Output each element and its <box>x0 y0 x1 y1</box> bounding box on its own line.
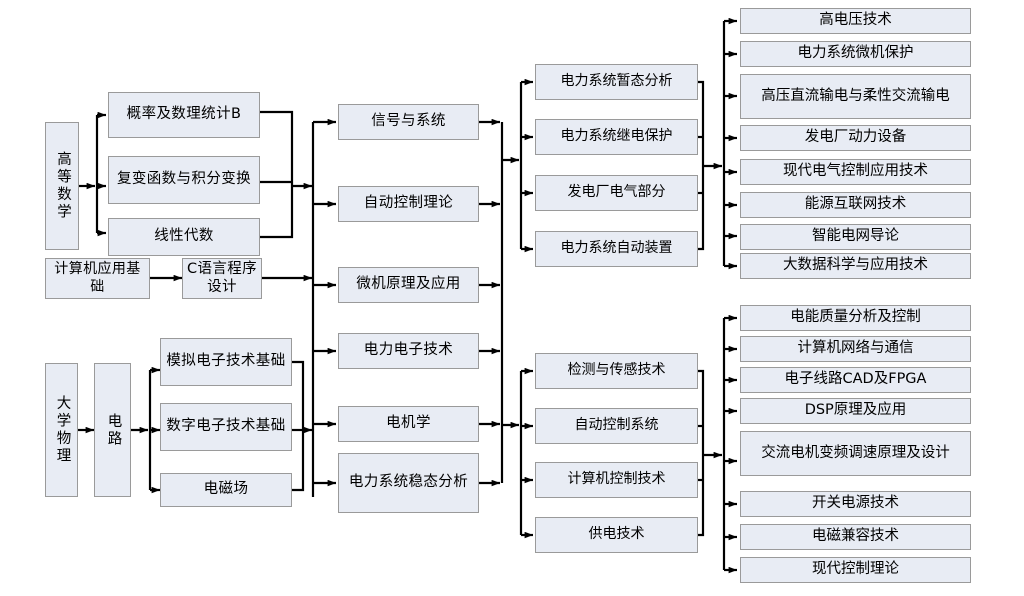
node-xinhao-yu-xitong[interactable]: 信号与系统 <box>338 104 479 140</box>
node-fubian-hanshu[interactable]: 复变函数与积分变换 <box>108 156 260 204</box>
node-dianli-xitong-wentai-fenxi[interactable]: 电力系统稳态分析 <box>338 453 479 513</box>
node-shuzi-dianzi-jishu-jichu[interactable]: 数字电子技术基础 <box>160 403 292 451</box>
node-weiji-yuanli-ji-yingyong[interactable]: 微机原理及应用 <box>338 267 479 303</box>
node-gaoya-zhiliu-shudian[interactable]: 高压直流输电与柔性交流输电 <box>740 74 971 119</box>
node-xiandai-kongzhi-lilun[interactable]: 现代控制理论 <box>740 557 971 583</box>
node-gao-dianya-jishu[interactable]: 高电压技术 <box>740 8 971 34</box>
node-dianzi-xianlu-cad-fpga[interactable]: 电子线路CAD及FPGA <box>740 367 971 393</box>
wire-xianxing-merge <box>260 186 294 239</box>
node-jisuanji-yingyong-jichu[interactable]: 计算机应用基础 <box>45 258 150 299</box>
wire-gongdian-merge <box>698 455 705 537</box>
wire-zantai-merge <box>698 80 705 166</box>
node-dianji-xue[interactable]: 电机学 <box>338 406 479 442</box>
wire-jiance-merge <box>698 369 705 455</box>
wire-zdzz-merge <box>698 166 705 251</box>
node-zidong-kongzhi-xitong[interactable]: 自动控制系统 <box>535 408 698 444</box>
node-jiaoliu-dianji-bianpin-tiaosu[interactable]: 交流电机变频调速原理及设计 <box>740 431 971 476</box>
node-dianli-dianzi-jishu[interactable]: 电力电子技术 <box>338 333 479 369</box>
node-gailv-shuli-tongji[interactable]: 概率及数理统计B <box>108 92 260 138</box>
node-dsp-yuanli-ji-yingyong[interactable]: DSP原理及应用 <box>740 398 971 424</box>
wire-moni-merge <box>292 360 305 430</box>
node-jiance-yu-chuangan-jishu[interactable]: 检测与传感技术 <box>535 353 698 389</box>
node-gaodeng-shuxue[interactable]: 高等数学 <box>45 122 79 250</box>
node-xiandai-dianqi-kongzhi[interactable]: 现代电气控制应用技术 <box>740 159 971 185</box>
node-fadianchang-dianqi-bufen[interactable]: 发电厂电气部分 <box>535 175 698 211</box>
node-c-yuyan-chengxu-sheji[interactable]: C语言程序设计 <box>182 258 262 299</box>
node-zhineng-dianwang-daolun[interactable]: 智能电网导论 <box>740 224 971 250</box>
wire-gailv-merge <box>260 110 294 186</box>
node-dianli-xitong-zidong-zhuangzhi[interactable]: 电力系统自动装置 <box>535 231 698 267</box>
node-fadianchang-dongli-shebei[interactable]: 发电厂动力设备 <box>740 125 971 151</box>
node-jisuanji-wangluo-tongxin[interactable]: 计算机网络与通信 <box>740 336 971 362</box>
node-dianci-jianrong-jishu[interactable]: 电磁兼容技术 <box>740 524 971 550</box>
node-dianli-xitong-zantai-fenxi[interactable]: 电力系统暂态分析 <box>535 64 698 100</box>
node-jisuanji-kongzhi-jishu[interactable]: 计算机控制技术 <box>535 462 698 498</box>
node-diangneng-zhiliang-fenxi[interactable]: 电能质量分析及控制 <box>740 305 971 331</box>
node-dianli-xitong-weiji-baohu[interactable]: 电力系统微机保护 <box>740 41 971 67</box>
wire-dcc-merge <box>292 430 305 492</box>
node-moni-dianzi-jishu-jichu[interactable]: 模拟电子技术基础 <box>160 338 292 386</box>
node-zidong-kongzhi-lilun[interactable]: 自动控制理论 <box>338 186 479 222</box>
node-daxue-wuli[interactable]: 大学物理 <box>45 363 78 497</box>
node-nengyuan-hulianwang-jishu[interactable]: 能源互联网技术 <box>740 192 971 218</box>
node-xianxing-daishu[interactable]: 线性代数 <box>108 218 260 256</box>
node-dianlu[interactable]: 电路 <box>94 363 131 497</box>
node-gongdian-jishu[interactable]: 供电技术 <box>535 517 698 553</box>
node-diancichang[interactable]: 电磁场 <box>160 473 292 507</box>
node-dashuju-kexue-yingyong[interactable]: 大数据科学与应用技术 <box>740 253 971 279</box>
node-kaiguan-dianyuan-jishu[interactable]: 开关电源技术 <box>740 491 971 517</box>
node-dianli-xitong-jidian-baohu[interactable]: 电力系统继电保护 <box>535 119 698 155</box>
